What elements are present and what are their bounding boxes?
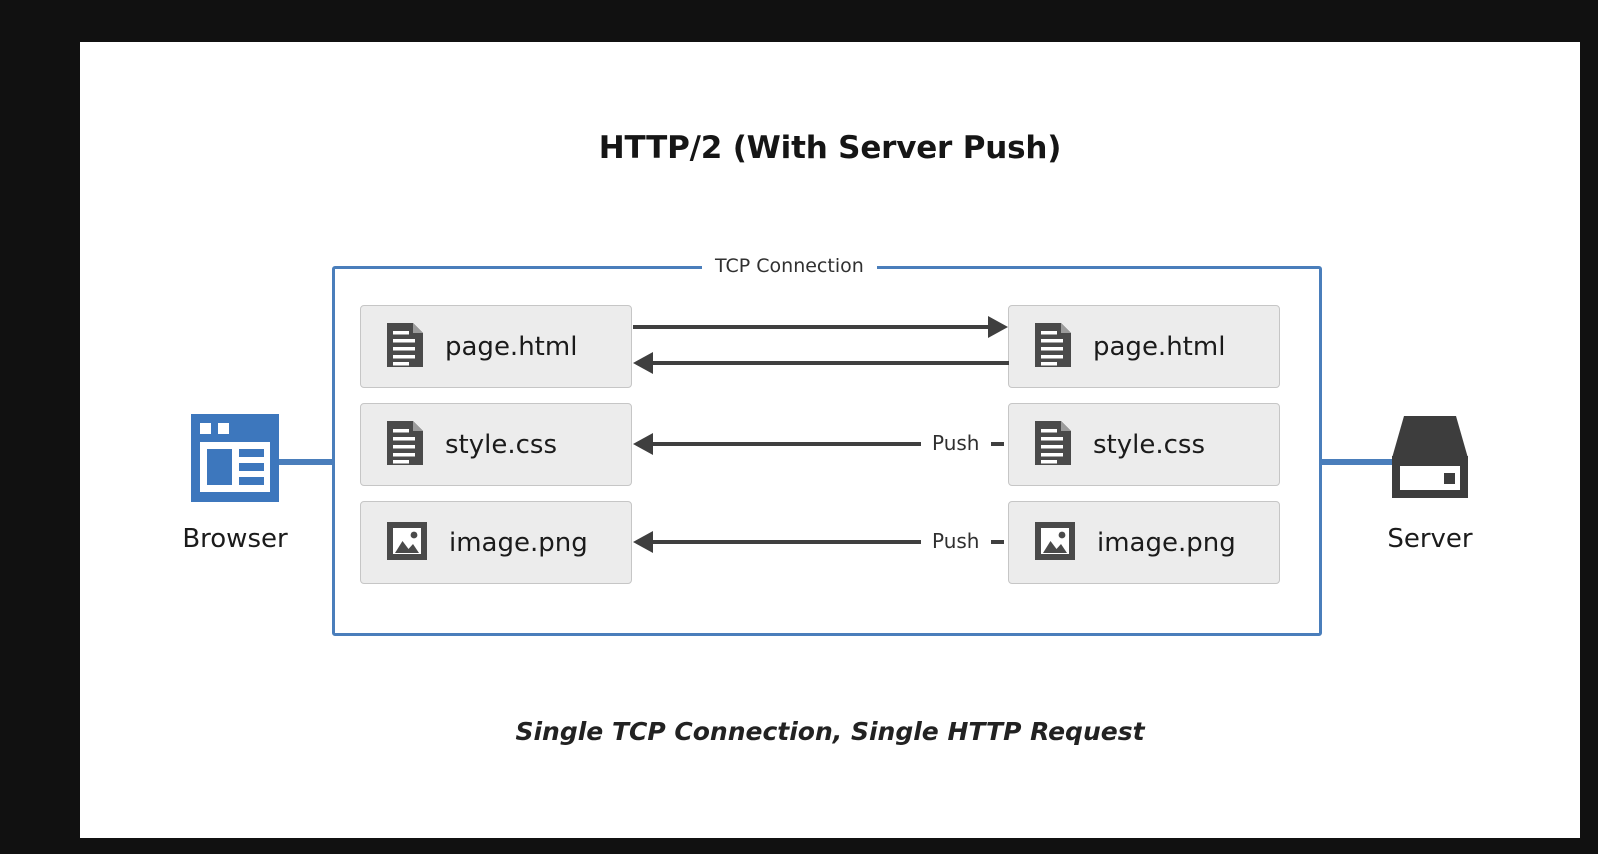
request-arrow-head [988, 316, 1008, 338]
push-arrow-head-style-css [633, 433, 653, 455]
browser-node: Browser [140, 412, 330, 554]
push-arrow-line-image-png [653, 540, 921, 544]
browser-icon-wrap [140, 412, 330, 508]
image-icon [1033, 519, 1077, 567]
page-title: HTTP/2 (With Server Push) [598, 130, 1062, 166]
server-icon-wrap [1335, 412, 1525, 508]
client-file-box-page-html[interactable]: page.html [360, 305, 632, 388]
server-label: Server [1387, 524, 1473, 554]
server-file-box-style-css[interactable]: style.css [1008, 403, 1280, 486]
client-file-label: image.png [449, 527, 588, 558]
server-file-label: style.css [1093, 429, 1205, 460]
tcp-to-server-link [1319, 459, 1415, 465]
image-icon [385, 519, 429, 567]
push-label-style-css: Push [932, 431, 980, 455]
request-arrow-line [633, 325, 989, 329]
browser-to-tcp-link [252, 459, 335, 465]
response-arrow-line [653, 361, 1009, 365]
server-file-box-image-png[interactable]: image.png [1008, 501, 1280, 584]
diagram-canvas: HTTP/2 (With Server Push) TCP Connection… [80, 42, 1580, 838]
document-icon [1033, 321, 1073, 373]
server-box-icon [1382, 412, 1478, 508]
push-dash-style-css [991, 442, 1004, 446]
response-arrow-head [633, 352, 653, 374]
client-file-box-image-png[interactable]: image.png [360, 501, 632, 584]
tcp-connection-label: TCP Connection [702, 250, 877, 282]
document-icon [385, 321, 425, 373]
push-dash-image-png [991, 540, 1004, 544]
server-file-box-page-html[interactable]: page.html [1008, 305, 1280, 388]
diagram-caption: Single TCP Connection, Single HTTP Reque… [515, 717, 1145, 746]
document-icon [385, 419, 425, 471]
browser-label: Browser [182, 524, 288, 554]
server-file-label: page.html [1093, 331, 1226, 362]
server-node: Server [1335, 412, 1525, 554]
client-file-label: style.css [445, 429, 557, 460]
push-arrow-line-style-css [653, 442, 921, 446]
document-icon [1033, 419, 1073, 471]
client-file-label: page.html [445, 331, 578, 362]
push-label-image-png: Push [932, 529, 980, 553]
browser-window-icon [187, 412, 283, 508]
server-file-label: image.png [1097, 527, 1236, 558]
push-arrow-head-image-png [633, 531, 653, 553]
client-file-box-style-css[interactable]: style.css [360, 403, 632, 486]
